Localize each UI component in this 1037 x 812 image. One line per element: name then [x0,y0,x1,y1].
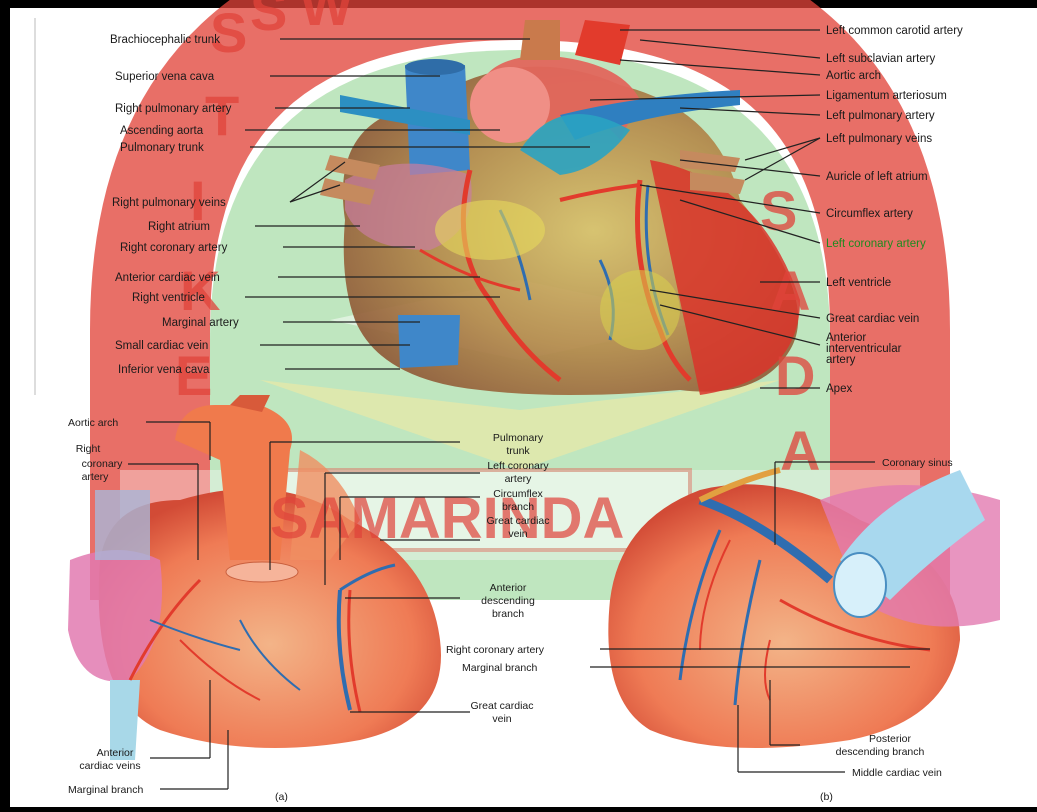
label-a-great-cardiac-vein-bottom: vein [492,713,511,725]
watermark-letter: S [210,1,247,64]
label-b-right-coronary-artery: Right coronary artery [446,644,545,656]
label-apex: Apex [826,383,852,395]
label-ligamentum-arteriosum: Ligamentum arteriosum [826,90,947,102]
label-a-marginal-branch: Marginal branch [68,784,143,796]
label-a-circumflex-branch: Circumflex [493,488,543,500]
label-a-great-cardiac-vein: Great cardiac [486,515,549,527]
watermark-letter: S [250,0,287,42]
label-a-aortic-arch: Aortic arch [68,417,118,429]
label-right-coronary-artery: Right coronary artery [120,242,228,254]
panel-a-caption: (a) [275,791,288,803]
watermark-letter: T [205,84,239,147]
label-a-right-coronary-artery: coronary [82,458,124,470]
label-left-subclavian-artery: Left subclavian artery [826,53,936,65]
label-a-circumflex-branch: branch [502,501,534,513]
label-right-pulmonary-veins: Right pulmonary veins [112,197,226,209]
label-a-great-cardiac-vein: vein [508,528,527,540]
label-superior-vena-cava: Superior vena cava [115,71,215,83]
label-pulmonary-trunk: Pulmonary trunk [120,142,204,154]
label-a-anterior-cardiac-veins: cardiac veins [79,760,140,772]
label-b-coronary-sinus: Coronary sinus [882,457,953,469]
label-auricle-of-left-atrium: Auricle of left atrium [826,171,928,183]
panel-b-caption: (b) [820,791,833,803]
label-left-ventricle: Left ventricle [826,277,891,289]
watermark-letter: K [180,259,220,322]
label-right-pulmonary-artery: Right pulmonary artery [115,103,232,115]
label-anterior-cardiac-vein: Anterior cardiac vein [115,272,220,284]
label-marginal-artery: Marginal artery [162,317,239,329]
label-left-coronary-artery: Left coronary artery [826,238,926,250]
label-b-posterior-descending-branch: Posterior [869,733,912,745]
label-right-atrium: Right atrium [148,221,210,233]
label-a-anterior-cardiac-veins: Anterior [97,747,134,759]
label-a-right-coronary-artery: Right [76,443,101,455]
label-brachiocephalic-trunk: Brachiocephalic trunk [110,34,220,46]
watermark-letter: S [760,179,797,242]
label-b-posterior-descending-branch: descending branch [836,746,925,758]
watermark-city: SAMARINDA [270,486,624,551]
label-a-right-coronary-artery: artery [82,471,110,483]
label-ascending-aorta: Ascending aorta [120,125,204,137]
label-left-common-carotid-artery: Left common carotid artery [826,25,963,37]
label-aortic-arch: Aortic arch [826,70,881,82]
left-border [0,0,10,807]
label-right-ventricle: Right ventricle [132,292,205,304]
label-left-pulmonary-veins: Left pulmonary veins [826,133,932,145]
label-a-great-cardiac-vein-bottom: Great cardiac [470,700,533,712]
watermark-letter: D [775,344,815,407]
label-a-left-coronary-artery: Left coronary [487,460,549,472]
label-anterior-interventricular-artery: artery [826,354,856,366]
watermark-letter: W [300,0,353,37]
label-a-pulmonary-trunk: Pulmonary [493,432,544,444]
label-inferior-vena-cava: Inferior vena cava [118,364,210,376]
label-small-cardiac-vein: Small cardiac vein [115,340,208,352]
label-a-left-coronary-artery: artery [505,473,533,485]
label-left-pulmonary-artery: Left pulmonary artery [826,110,935,122]
label-b-marginal-branch: Marginal branch [462,662,537,674]
label-a-pulmonary-trunk: trunk [506,445,530,457]
label-a-anterior-descending-branch: descending [481,595,535,607]
label-great-cardiac-vein: Great cardiac vein [826,313,919,325]
label-b-middle-cardiac-vein: Middle cardiac vein [852,767,942,779]
label-a-anterior-descending-branch: branch [492,608,524,620]
label-circumflex-artery: Circumflex artery [826,208,913,220]
label-a-anterior-descending-branch: Anterior [490,582,527,594]
watermark-letter: A [780,419,820,482]
